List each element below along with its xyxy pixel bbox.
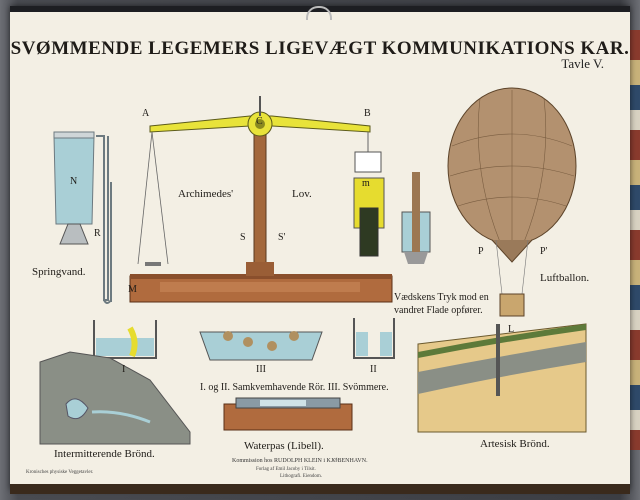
footer-line3: Lithografi. Eiendom. [280, 474, 323, 479]
label-intermitterende: Intermitterende Brönd. [54, 448, 155, 460]
mark-m-small: m [362, 178, 370, 189]
label-samkvem: I. og II. Samkvemhavende Rör. III. Svömm… [200, 382, 389, 393]
label-waterpas: Waterpas (Libell). [244, 440, 324, 452]
wall-chart-poster: SVØMMENDE LEGEMERS LIGEVÆGT KOMMUNIKATIO… [10, 6, 630, 494]
mark-a: A [142, 108, 150, 119]
label-lov: Lov. [292, 188, 312, 200]
footer-line2: Forlag af Emil Jacoby i Tilsit. [256, 467, 316, 472]
mark-n: N [70, 176, 78, 187]
label-luftballon: Luftballon. [540, 272, 590, 284]
mark-l: L [508, 324, 515, 335]
label-archimedes: Archimedes' [178, 188, 234, 200]
mark-c: C [256, 116, 263, 127]
communicating-tubes-illustration [93, 318, 395, 361]
mark-b: B [364, 108, 371, 119]
mark-m: M [128, 284, 137, 295]
mark-s-prime: S' [278, 232, 286, 243]
pressure-vessel-illustration [401, 172, 431, 264]
footer-line1: Kommission hos RUDOLPH KLEIN i KJØBENHAV… [232, 458, 368, 464]
illustrations [39, 87, 587, 445]
mark-p-prime: P' [540, 246, 548, 257]
hanging-cord [306, 6, 332, 20]
footer-left: Kronisches physiske Veggetavler. [26, 470, 94, 475]
artesian-well-illustration [417, 323, 587, 433]
plate-number: Tavle V. [561, 56, 604, 71]
page-title: SVØMMENDE LEGEMERS LIGEVÆGT KOMMUNIKATIO… [10, 38, 630, 59]
mark-ii: II [370, 364, 377, 375]
springvand-illustration [53, 131, 112, 304]
label-tryk-line1: Vædskens Tryk mod en [394, 292, 489, 303]
poster-bottom-rod [10, 484, 630, 494]
spirit-level-illustration [223, 397, 353, 431]
label-tryk-line2: vandret Flade opfører. [394, 305, 483, 316]
balloon-illustration [447, 87, 577, 317]
intermittent-well-illustration [39, 351, 191, 445]
label-artesisk: Artesisk Brönd. [480, 438, 550, 450]
label-springvand: Springvand. [32, 266, 86, 278]
mark-r: R [94, 228, 101, 239]
mark-iii: III [256, 364, 266, 375]
mark-i: I [122, 364, 126, 375]
mark-p: P [478, 246, 484, 257]
balance-illustration [129, 96, 393, 303]
mark-s: S [240, 232, 246, 243]
